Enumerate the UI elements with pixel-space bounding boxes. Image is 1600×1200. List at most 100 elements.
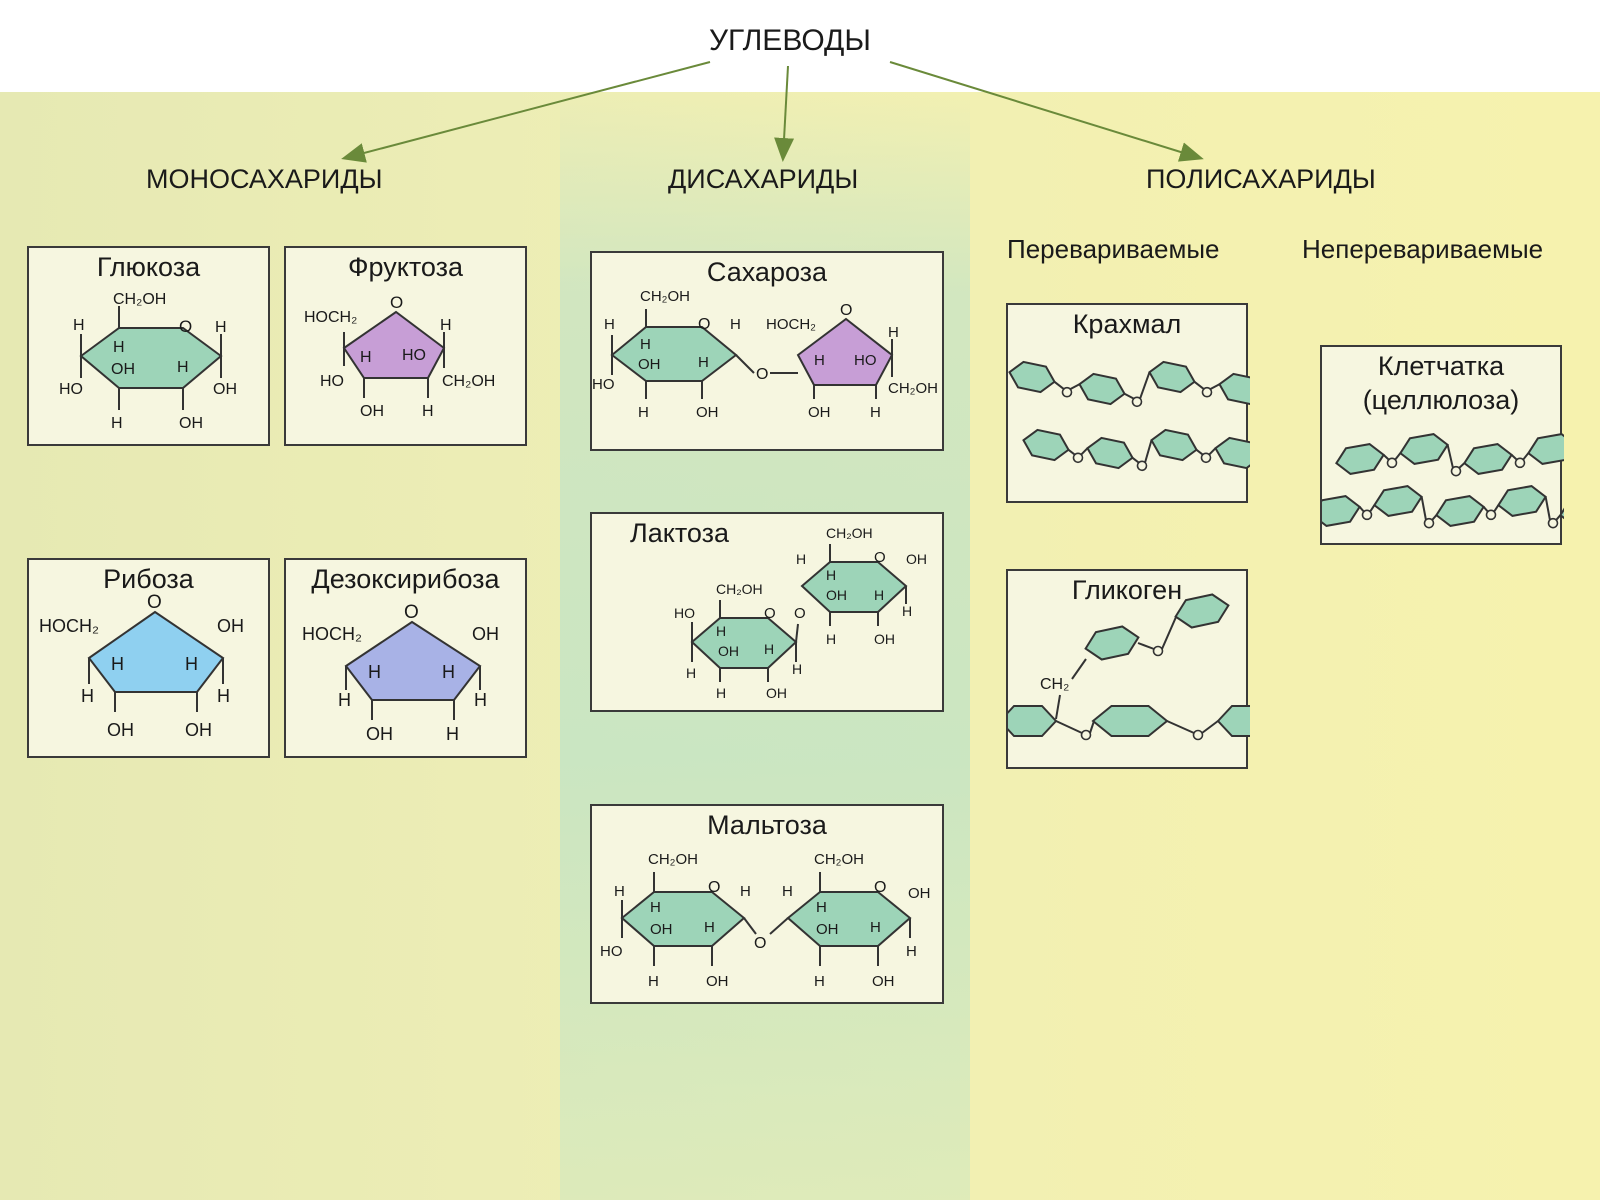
- svg-text:H: H: [217, 686, 230, 706]
- bond: [1209, 383, 1220, 391]
- svg-text:H: H: [111, 654, 124, 674]
- bond: [1482, 506, 1489, 513]
- bond: [1193, 380, 1205, 391]
- starch-box: Крахмал: [1006, 303, 1250, 503]
- svg-text:OH: OH: [213, 381, 237, 398]
- svg-text:HO: HO: [592, 376, 615, 393]
- svg-text:HO: HO: [674, 605, 695, 621]
- svg-text:H: H: [874, 587, 884, 603]
- glucose-unit: [1335, 443, 1385, 475]
- cellulose-chains: [1322, 433, 1564, 529]
- sucrose-title: Сахароза: [706, 257, 828, 287]
- svg-text:H: H: [177, 359, 189, 376]
- svg-text:H: H: [698, 354, 709, 371]
- svg-text:CH₂OH: CH₂OH: [888, 380, 938, 397]
- bond: [1055, 694, 1061, 720]
- glycosidic-oxygen: [1423, 517, 1435, 529]
- ribose-title: Рибоза: [103, 564, 194, 594]
- glucose-unit: [1008, 705, 1058, 737]
- bond: [1071, 658, 1087, 680]
- svg-text:H: H: [640, 336, 651, 353]
- maltose-title: Мальтоза: [707, 810, 827, 840]
- svg-text:HOCH₂: HOCH₂: [39, 616, 99, 636]
- glycosidic-oxygen: [1061, 386, 1073, 398]
- starch-title: Крахмал: [1072, 309, 1182, 339]
- svg-text:OH: OH: [872, 973, 895, 990]
- glycosidic-oxygen: [1192, 729, 1204, 741]
- svg-text:H: H: [906, 943, 917, 960]
- svg-text:H: H: [650, 899, 661, 916]
- svg-text:HO: HO: [402, 347, 426, 364]
- svg-text:OH: OH: [718, 643, 739, 659]
- bond: [1208, 447, 1217, 456]
- lactose-box: Лактоза CH₂OH O HO H H OH H H H OH O CH₂…: [590, 512, 944, 712]
- svg-text:OH: OH: [874, 631, 895, 647]
- svg-text:OH: OH: [826, 587, 847, 603]
- svg-text:H: H: [604, 316, 615, 333]
- glucose-ch2oh: CH₂OH: [113, 291, 166, 308]
- svg-text:OH: OH: [217, 616, 244, 636]
- svg-text:OH: OH: [696, 404, 719, 421]
- glucose-unit: [1435, 495, 1485, 527]
- glycosidic-oxygen: [1485, 509, 1497, 521]
- glucose-unit: [1150, 428, 1198, 462]
- bond: [1137, 642, 1155, 650]
- bond: [1358, 506, 1365, 513]
- svg-text:H: H: [338, 690, 351, 710]
- glucose-title: Глюкоза: [96, 252, 201, 282]
- glucose-unit: [1148, 360, 1196, 394]
- svg-text:OH: OH: [472, 624, 499, 644]
- glucose-structure: CH₂OH O H HO H OH H OH H H OH: [59, 291, 237, 432]
- category-disaccharides: ДИСАХАРИДЫ: [668, 164, 859, 194]
- glycosidic-oxygen: [1152, 645, 1164, 657]
- svg-text:CH₂OH: CH₂OH: [442, 373, 495, 390]
- bond: [1144, 439, 1153, 464]
- glycosidic-oxygen: [1547, 517, 1559, 529]
- svg-text:O: O: [390, 293, 403, 312]
- glycosidic-oxygen: [1080, 729, 1092, 741]
- svg-text:H: H: [442, 662, 455, 682]
- glucose-box: Глюкоза CH₂OH O H HO H OH H OH H H OH: [27, 246, 270, 446]
- svg-text:CH₂OH: CH₂OH: [648, 851, 698, 868]
- svg-text:O: O: [794, 605, 806, 622]
- fructose-title: Фруктоза: [347, 252, 464, 282]
- svg-text:CH₂OH: CH₂OH: [826, 525, 873, 541]
- glucose-unit: [1174, 593, 1230, 629]
- svg-text:H: H: [422, 403, 434, 420]
- bond: [1139, 371, 1151, 400]
- bond: [1124, 392, 1135, 400]
- subtitle-digestible: Перевариваемые: [1007, 234, 1220, 264]
- svg-text:O: O: [840, 302, 852, 319]
- deoxyribose-box: Дезоксирибоза O HOCH₂ OH H H H H OH H: [284, 558, 527, 758]
- root-title: УГЛЕВОДЫ: [709, 24, 871, 57]
- glycosidic-oxygen: [1200, 452, 1212, 464]
- svg-text:OH: OH: [185, 720, 212, 740]
- svg-text:H: H: [796, 551, 806, 567]
- svg-text:OH: OH: [766, 685, 787, 701]
- svg-text:O: O: [179, 317, 192, 336]
- glucose-unit: [1008, 360, 1056, 394]
- svg-text:HO: HO: [600, 943, 623, 960]
- ribose-box: Рибоза O HOCH₂ OH H H H H OH OH: [27, 558, 270, 758]
- svg-text:H: H: [716, 623, 726, 639]
- cellulose-box: Клетчатка (целлюлоза): [1320, 345, 1564, 545]
- lactose-title: Лактоза: [630, 518, 730, 548]
- svg-text:H: H: [814, 352, 825, 369]
- glycosidic-oxygen: [1361, 509, 1373, 521]
- svg-text:OH: OH: [816, 921, 839, 938]
- svg-text:O: O: [756, 366, 768, 383]
- svg-text:H: H: [888, 324, 899, 341]
- glycogen-title: Гликоген: [1071, 575, 1183, 605]
- svg-text:O: O: [764, 605, 776, 622]
- bond: [1382, 454, 1390, 461]
- svg-text:OH: OH: [908, 885, 931, 902]
- glucose-unit: [1497, 485, 1547, 517]
- glucose-unit: [1216, 705, 1250, 737]
- svg-text:H: H: [902, 603, 912, 619]
- svg-text:H: H: [716, 685, 726, 701]
- svg-text:CH₂OH: CH₂OH: [716, 581, 763, 597]
- category-polysaccharides: ПОЛИСАХАРИДЫ: [1146, 164, 1376, 194]
- glucose-unit: [1214, 436, 1250, 470]
- cellulose-title-line1: Клетчатка: [1377, 351, 1505, 381]
